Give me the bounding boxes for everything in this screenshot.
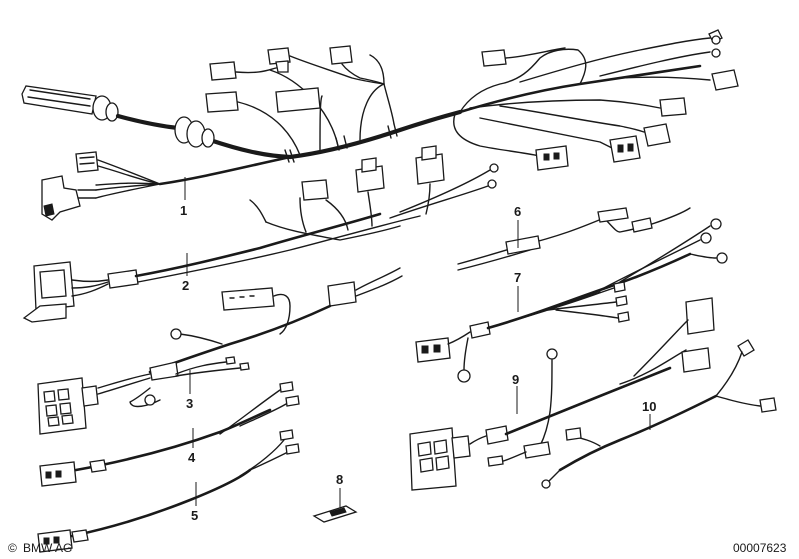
drawing-number: 00007623 <box>733 541 787 555</box>
callout-6: 6 <box>514 204 521 219</box>
callout-1: 1 <box>180 203 187 218</box>
callout-8: 8 <box>336 472 343 487</box>
wiring-harness-7[interactable] <box>415 218 728 383</box>
wiring-harness-1[interactable] <box>21 29 739 221</box>
callout-5: 5 <box>191 508 198 523</box>
wiring-harness-5[interactable] <box>37 429 300 553</box>
wiring-harness-9[interactable] <box>409 297 715 491</box>
callout-9: 9 <box>512 372 519 387</box>
callout-7: 7 <box>514 270 521 285</box>
callout-3: 3 <box>186 396 193 411</box>
callout-2: 2 <box>182 278 189 293</box>
wiring-harness-4[interactable] <box>39 381 300 487</box>
brand-label: BMW AG <box>23 541 72 555</box>
wiring-harness-3[interactable] <box>37 267 403 435</box>
callout-10: 10 <box>642 399 656 414</box>
copyright-symbol: © <box>8 541 17 555</box>
fuse-8[interactable] <box>312 505 358 523</box>
wiring-harness-6[interactable] <box>457 207 691 271</box>
wiring-harness-10[interactable] <box>541 339 777 489</box>
callout-4: 4 <box>188 450 196 465</box>
wiring-harness-2[interactable] <box>22 145 499 323</box>
